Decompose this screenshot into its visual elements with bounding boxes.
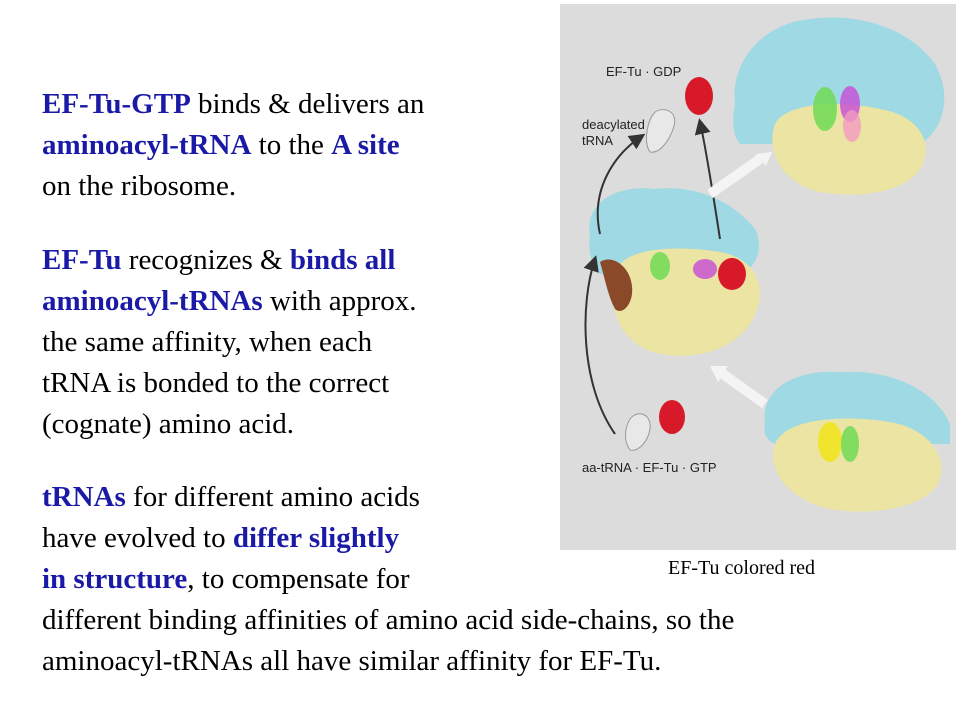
aa-trna-shape [625,413,651,451]
text-segment: on the ribosome. [42,170,237,202]
text-segment: have evolved to [42,522,233,554]
text-segment: different binding affinities of amino ac… [42,604,735,636]
text-line: in structure, to compensate for [42,559,734,600]
arrow-complex-to-ribosome [583,255,616,435]
paragraph-ef-tu-delivery: EF-Tu-GTP binds & delivers an aminoacyl-… [42,84,424,207]
paragraph-trna-evolution: tRNAs for different amino acids have evo… [42,477,734,682]
wide-arrow-up [707,154,763,199]
label-aa-trna-complex: aa-tRNA · EF-Tu · GTP [582,460,717,475]
text-line: have evolved to differ slightly [42,518,734,559]
text-segment: to the [251,129,332,161]
ribosome-middle [589,188,760,356]
text-segment: , to compensate for [187,563,410,595]
text-segment: binds & delivers an [190,88,425,120]
paragraph-ef-tu-recognition: EF-Tu recognizes & binds all aminoacyl-t… [42,240,417,445]
eftu-gdp-shape [685,77,713,115]
highlighted-term: A site [331,129,400,161]
highlighted-term: EF-Tu [42,244,122,276]
text-line: EF-Tu-GTP binds & delivers an [42,84,424,125]
text-line: EF-Tu recognizes & binds all [42,240,417,281]
text-line: tRNAs for different amino acids [42,477,734,518]
highlighted-term: aminoacyl-tRNAs [42,285,263,317]
deacylated-trna-shape [646,109,676,153]
text-line: the same affinity, when each [42,322,417,363]
label-trna: tRNA [582,133,613,148]
arrow-to-deacylated-trna [596,133,646,235]
text-line: tRNA is bonded to the correct [42,363,417,404]
ribosome-bottom-right [764,371,950,512]
label-deacylated: deacylated [582,117,645,132]
text-line: aminoacyl-tRNAs with approx. [42,281,417,322]
text-segment: for different amino acids [125,481,420,513]
highlighted-term: aminoacyl-tRNA [42,129,252,161]
text-line: (cognate) amino acid. [42,404,417,445]
arrow-to-eftu-gdp [694,118,721,240]
highlighted-term: binds all [289,244,396,276]
highlighted-term: EF-Tu-GTP [42,88,191,120]
label-eftu-gdp: EF-Tu · GDP [606,64,681,79]
highlighted-term: tRNAs [42,481,126,513]
figure-caption: EF-Tu colored red [668,557,816,579]
text-segment: with approx. [262,285,417,317]
highlighted-term: in structure [42,563,188,595]
text-segment: (cognate) amino acid. [42,408,295,440]
highlighted-term: differ slightly [232,522,400,554]
eftu-gtp-shape [659,400,685,434]
text-segment: aminoacyl-tRNAs all have similar affinit… [42,645,662,677]
text-segment: recognizes & [121,244,290,276]
ribosome-cycle-figure: EF-Tu · GDP deacylated tRNA aa-tRNA · EF… [560,4,956,550]
text-segment: the same affinity, when each [42,326,373,358]
text-line: different binding affinities of amino ac… [42,600,734,641]
wide-arrow-down [717,367,768,409]
text-line: aminoacyl-tRNAs all have similar affinit… [42,641,734,682]
text-line: aminoacyl-tRNA to the A site [42,125,424,166]
ribosome-top-right [733,17,945,195]
text-segment: tRNA is bonded to the correct [42,367,390,399]
ribosome-cycle-svg: EF-Tu · GDP deacylated tRNA aa-tRNA · EF… [582,17,950,512]
text-line: on the ribosome. [42,166,424,207]
